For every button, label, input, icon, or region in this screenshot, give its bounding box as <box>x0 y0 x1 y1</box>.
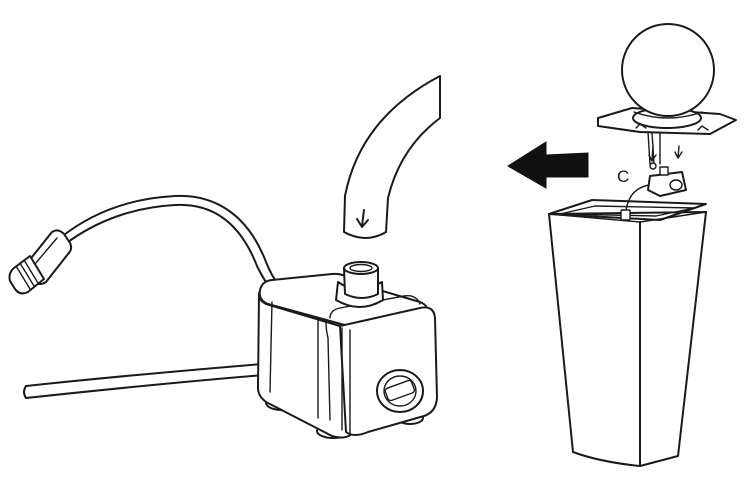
connector-plug-icon <box>8 229 73 295</box>
arrow-left-icon <box>507 141 589 189</box>
pump-icon <box>257 261 438 439</box>
pump-cord-icon <box>23 363 265 399</box>
planter-vase-icon <box>548 199 707 467</box>
power-cable-icon <box>59 194 279 286</box>
small-pump-icon <box>620 166 687 221</box>
globe-lamp-icon <box>597 23 737 170</box>
tube-icon <box>343 75 441 239</box>
flow-arrow-icon <box>356 209 369 228</box>
callout-label-c: C <box>617 167 629 186</box>
